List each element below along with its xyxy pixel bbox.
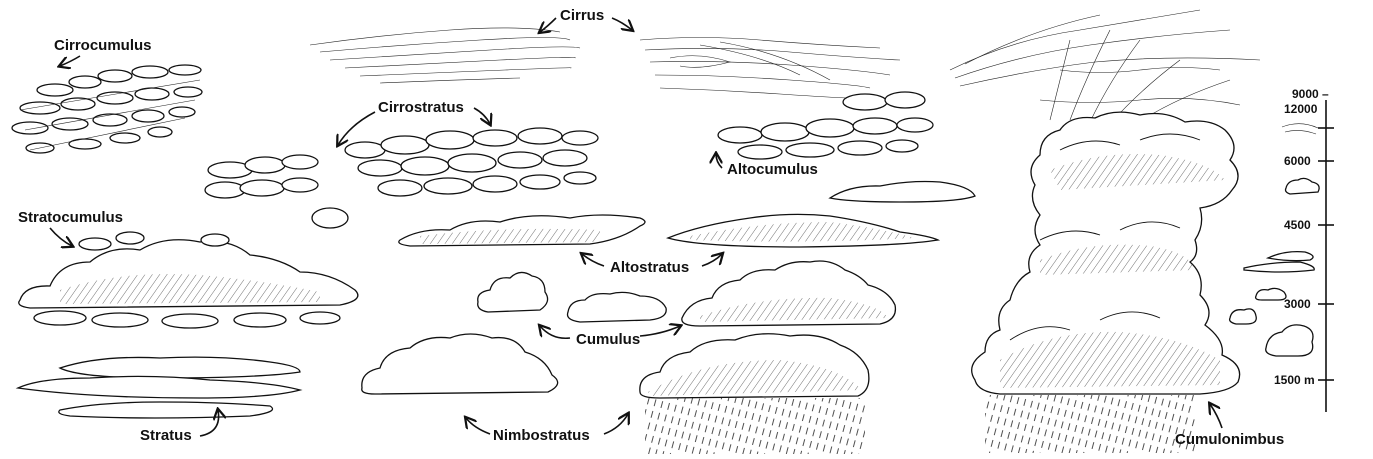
arrow-cirrostratus-right <box>474 108 490 124</box>
arrow-altostratus-right <box>702 254 722 266</box>
label-cirrus: Cirrus <box>560 7 604 24</box>
label-altocumulus: Altocumulus <box>727 161 818 178</box>
arrow-cirrocumulus <box>60 56 80 66</box>
nimbostratus-cloud <box>362 334 869 454</box>
altocumulus-cloud <box>718 92 933 159</box>
arrow-stratocumulus <box>50 228 72 246</box>
cumulonimbus-cloud <box>950 10 1260 453</box>
arrow-altocumulus <box>716 154 722 168</box>
tick-1500: 1500 m <box>1274 373 1315 387</box>
arrow-cumulonimbus <box>1210 404 1222 428</box>
label-stratus: Stratus <box>140 427 192 444</box>
label-altostratus: Altostratus <box>610 259 689 276</box>
altitude-scale: 9000 – 12000 6000 4500 3000 1500 m <box>1274 87 1334 412</box>
tick-9000: 9000 – <box>1292 87 1329 101</box>
tick-4500: 4500 <box>1284 218 1311 232</box>
tick-12000: 12000 <box>1284 102 1318 116</box>
cirrostratus-cloud <box>205 128 598 228</box>
cirrus-cloud <box>310 28 900 98</box>
arrow-cirrus-left <box>540 18 556 32</box>
label-stratocumulus: Stratocumulus <box>18 209 123 226</box>
arrow-cirrus-right <box>612 18 632 30</box>
cirrocumulus-cloud <box>12 65 202 153</box>
label-cumulonimbus: Cumulonimbus <box>1175 431 1284 448</box>
stratocumulus-cloud <box>19 232 358 328</box>
label-cumulus: Cumulus <box>576 331 640 348</box>
arrow-nimbostratus-right <box>604 414 628 434</box>
arrow-cirrostratus-left <box>338 112 375 145</box>
tick-6000: 6000 <box>1284 154 1311 168</box>
arrow-cumulus-left <box>540 326 570 338</box>
arrow-cumulus-right <box>640 326 680 336</box>
label-nimbostratus: Nimbostratus <box>493 427 590 444</box>
label-cirrostratus: Cirrostratus <box>378 99 464 116</box>
arrow-nimbostratus-left <box>466 418 490 434</box>
tick-3000: 3000 <box>1284 297 1311 311</box>
arrow-altostratus-left <box>582 254 604 266</box>
label-cirrocumulus: Cirrocumulus <box>54 37 152 54</box>
stratus-cloud <box>18 357 300 418</box>
